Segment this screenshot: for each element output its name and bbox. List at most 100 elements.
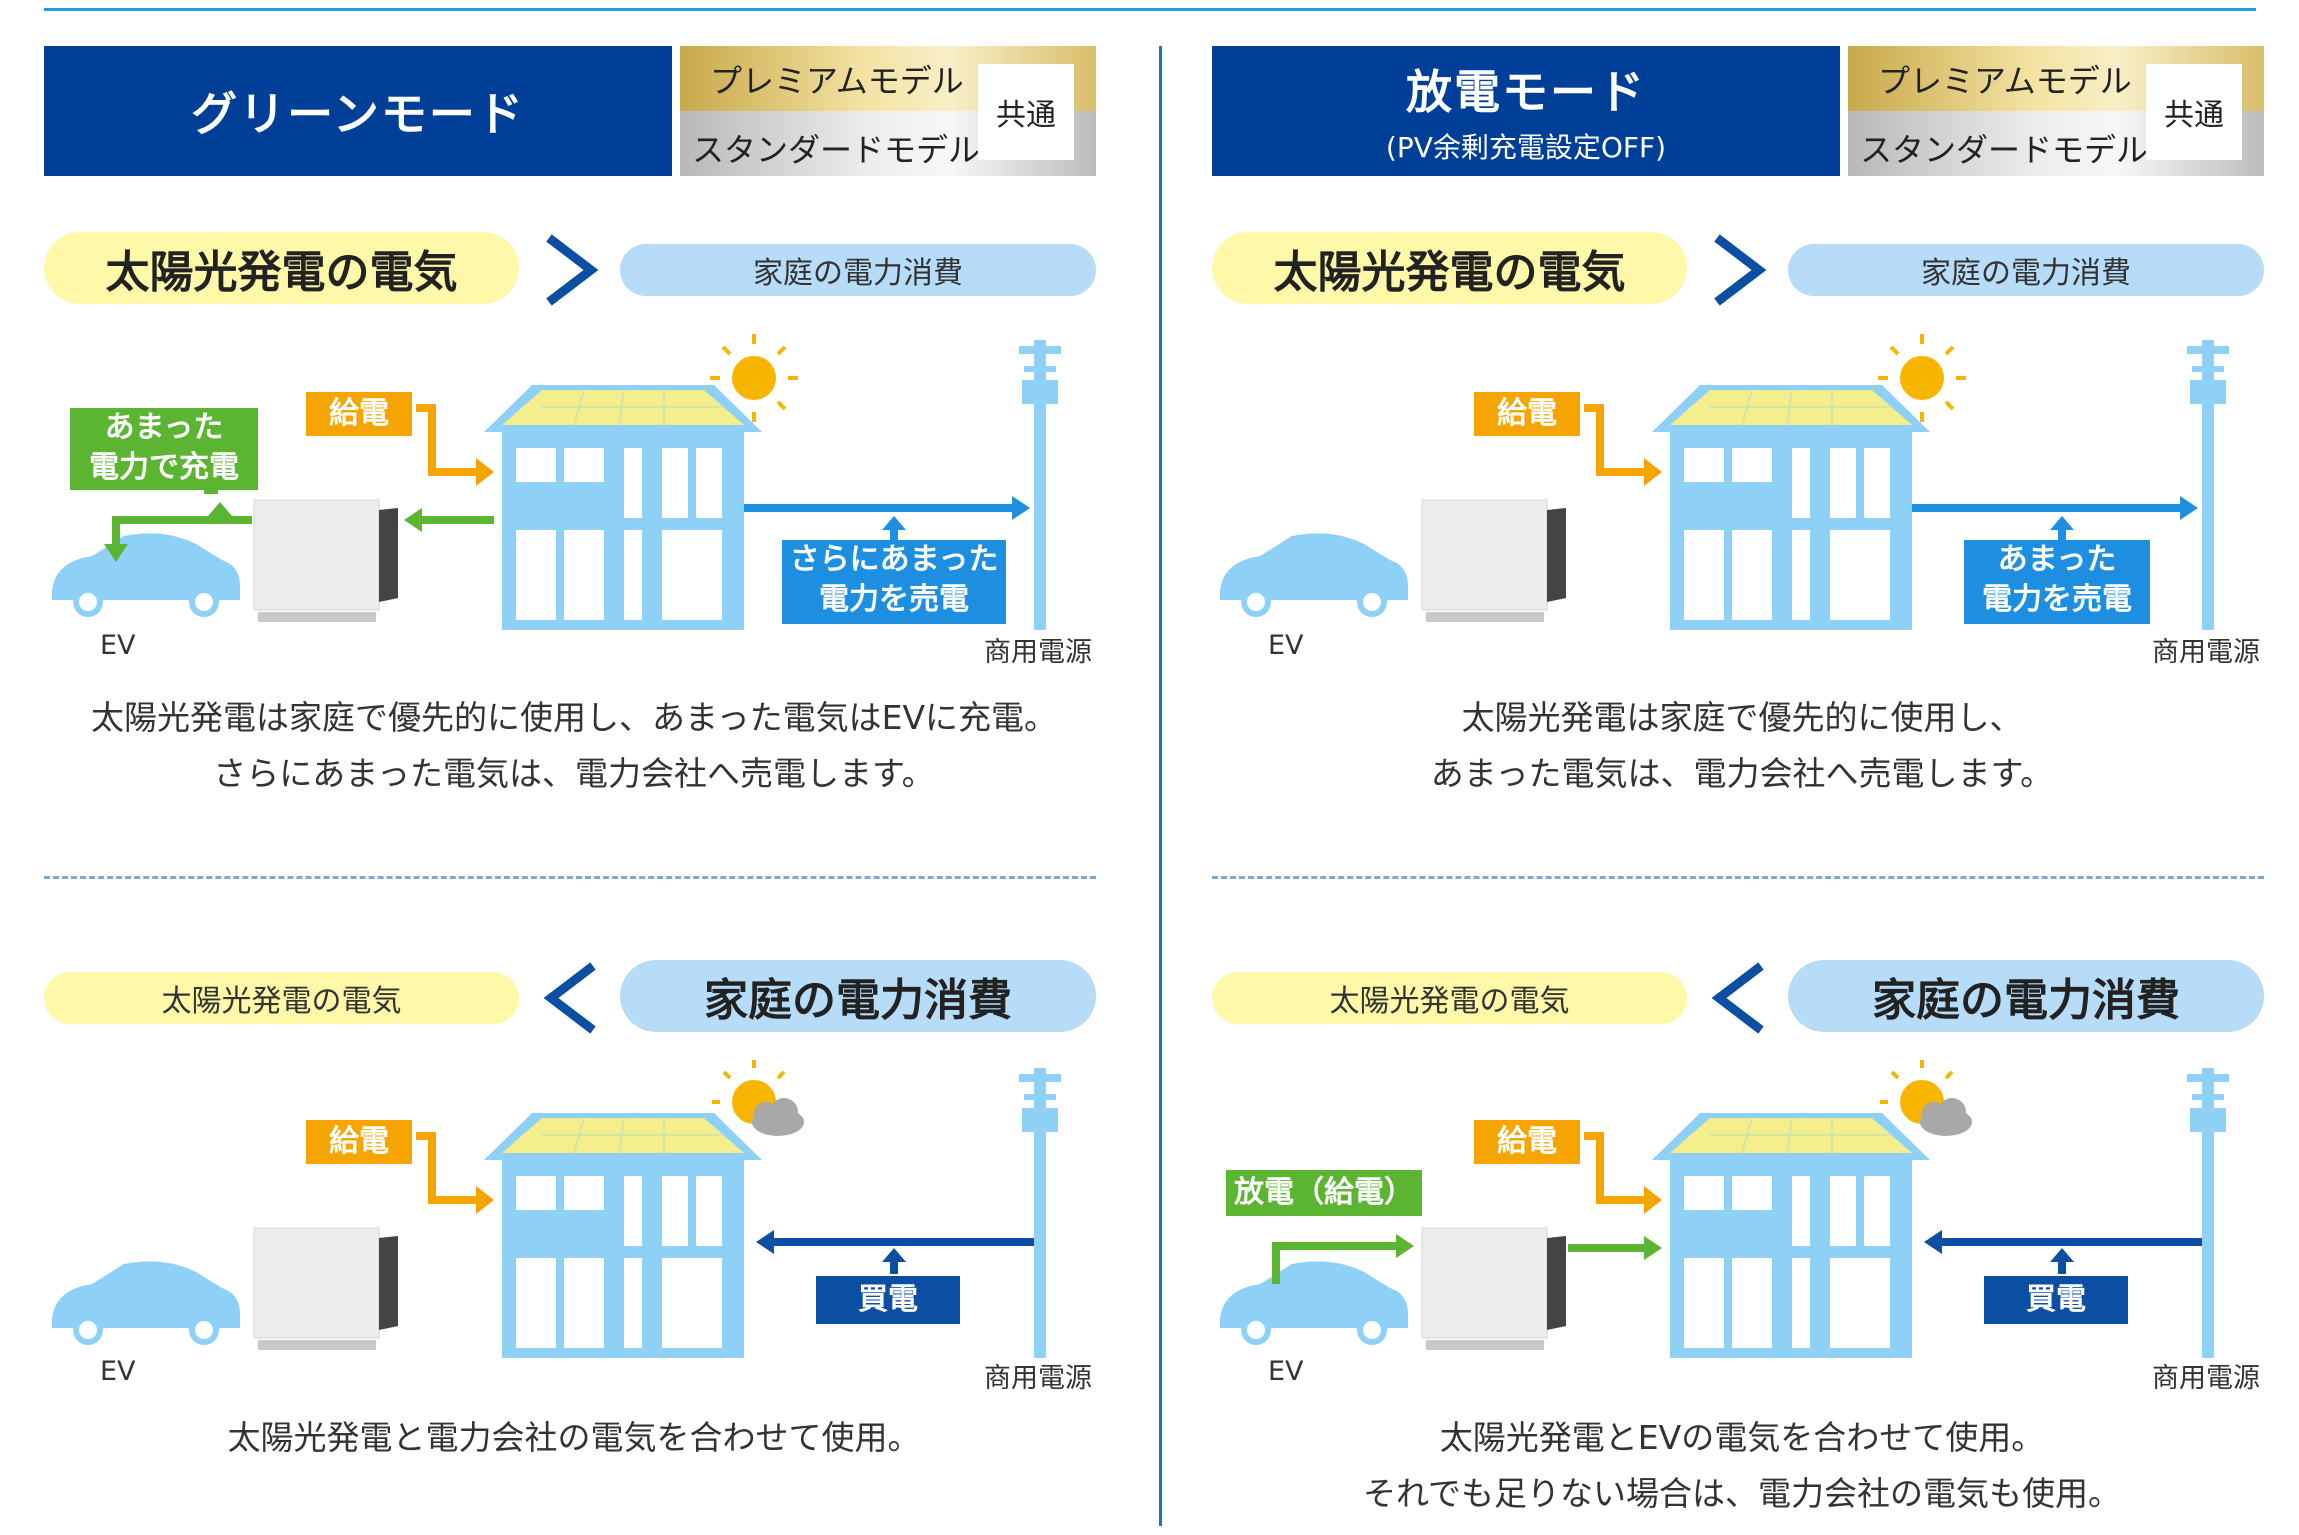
model-box: プレミアムモデル スタンダードモデル 共通: [1848, 46, 2264, 176]
sell-tag-line2: 電力を売電: [819, 582, 969, 617]
model-box: プレミアムモデル スタンダードモデル 共通: [680, 46, 1096, 176]
discharge-mode-panel: 放電モード (PV余剰充電設定OFF) プレミアムモデル スタンダードモデル 共…: [1212, 0, 2272, 1535]
green-mode-shortage-diagram: 給電 買電 EV 商用電源: [44, 1058, 1104, 1394]
sell-tag-line1: あまった: [1997, 542, 2117, 577]
battery-unit-icon: [1421, 1227, 1566, 1350]
diagram-graphics: [52, 1060, 1061, 1358]
utility-pole-icon: [2187, 1068, 2229, 1358]
discharge-mode-shortage-diagram: 給電 放電（給電） 買電 EV 商用電源: [1212, 1058, 2272, 1394]
buy-tag: 買電: [1984, 1276, 2128, 1324]
grid-label: 商用電源: [2152, 1363, 2260, 1394]
grid-label: 商用電源: [984, 637, 1092, 668]
top-rule: [44, 8, 2256, 11]
standard-model-label: スタンダードモデル: [1860, 131, 2149, 169]
premium-model-label: プレミアムモデル: [710, 62, 964, 100]
feed-tag: 給電: [1474, 1120, 1580, 1164]
ev-label: EV: [1268, 1356, 1304, 1387]
less-than-icon: [543, 962, 596, 1034]
feed-arrow: [416, 1132, 476, 1204]
scenario-description: 太陽光発電とEVの電気を合わせて使用。 それでも足りない場合は、電力会社の電気も…: [1212, 1410, 2272, 1522]
mode-title-box: グリーンモード: [44, 46, 672, 176]
description-line2: あまった電気は、電力会社へ売電します。: [1430, 754, 2054, 793]
sell-tag: あまった電力を売電: [1964, 540, 2150, 624]
description-line2: それでも足りない場合は、電力会社の電気も使用。: [1362, 1474, 2121, 1513]
mode-title-box: 放電モード (PV余剰充電設定OFF): [1212, 46, 1840, 176]
grid-label: 商用電源: [984, 1363, 1092, 1394]
common-badge: 共通: [978, 64, 1074, 160]
section-divider: [44, 876, 1096, 879]
less-than-icon: [1711, 962, 1764, 1034]
feed-arrow: [1584, 404, 1644, 476]
ev-car-icon: [52, 1261, 240, 1345]
house-icon: [484, 1113, 762, 1358]
mode-subtitle: (PV余剰充電設定OFF): [1385, 131, 1667, 164]
ev-label: EV: [100, 630, 136, 661]
ev-charge-tag-line1: あまった: [104, 410, 224, 445]
ev-charge-tag-line2: 電力で充電: [89, 450, 239, 485]
sell-tag-line2: 電力を売電: [1982, 582, 2132, 617]
greater-than-icon: [1714, 234, 1767, 306]
description-line1: 太陽光発電と電力会社の電気を合わせて使用。: [227, 1418, 921, 1457]
home-consumption-pill: 家庭の電力消費: [620, 244, 1096, 296]
ev-car-icon: [1220, 1261, 1408, 1345]
mode-header: グリーンモード プレミアムモデル スタンダードモデル 共通: [44, 46, 1096, 176]
center-divider: [1159, 46, 1162, 1526]
house-icon: [1652, 1113, 1930, 1358]
section-divider: [1212, 876, 2264, 879]
home-consumption-pill: 家庭の電力消費: [1788, 244, 2264, 296]
description-line2: さらにあまった電気は、電力会社へ売電します。: [213, 754, 935, 793]
green-mode-surplus-diagram: 給電 あまった電力で充電 さらにあまった電力を売電 EV 商用電源: [44, 330, 1104, 668]
feed-tag: 給電: [306, 1120, 412, 1164]
battery-unit-icon: [253, 1227, 398, 1350]
greater-than-icon: [546, 234, 599, 306]
sell-tag-line1: さらにあまった: [789, 542, 999, 577]
solar-power-pill: 太陽光発電の電気: [1212, 232, 1687, 304]
battery-unit-icon: [1421, 499, 1566, 622]
grid-label: 商用電源: [2152, 637, 2260, 668]
home-consumption-pill: 家庭の電力消費: [620, 960, 1096, 1032]
ev-label: EV: [100, 1356, 136, 1387]
feed-arrow: [1584, 1132, 1644, 1204]
sell-tag: さらにあまった電力を売電: [782, 540, 1006, 624]
ev-car-icon: [52, 533, 240, 617]
feed-tag: 給電: [1474, 392, 1580, 436]
solar-power-pill: 太陽光発電の電気: [1212, 972, 1687, 1024]
ev-label: EV: [1268, 630, 1304, 661]
discharge-tag: 放電（給電）: [1226, 1170, 1422, 1216]
house-icon: [1652, 385, 1930, 630]
green-mode-panel: グリーンモード プレミアムモデル スタンダードモデル 共通 太陽光発電の電気 家…: [44, 0, 1104, 1535]
sun-cloud-icon: [712, 1060, 804, 1136]
diagram-graphics: [52, 334, 1061, 630]
premium-model-label: プレミアムモデル: [1878, 62, 2132, 100]
house-icon: [484, 385, 762, 630]
mode-title: グリーンモード: [191, 87, 525, 141]
description-line1: 太陽光発電は家庭で優先的に使用し、: [1461, 698, 2023, 737]
utility-pole-icon: [1019, 340, 1061, 630]
description-line1: 太陽光発電とEVの電気を合わせて使用。: [1439, 1418, 2045, 1457]
diagram-graphics: [1220, 1060, 2229, 1358]
scenario-description: 太陽光発電は家庭で優先的に使用し、あまった電気はEVに充電。 さらにあまった電気…: [44, 690, 1104, 802]
mode-title: 放電モード: [1406, 65, 1646, 119]
scenario-description: 太陽光発電と電力会社の電気を合わせて使用。: [44, 1410, 1104, 1466]
buy-tag: 買電: [816, 1276, 960, 1324]
discharge-arrow: [1272, 1242, 1396, 1284]
discharge-mode-surplus-diagram: 給電 あまった電力を売電 EV 商用電源: [1212, 330, 2272, 668]
common-badge: 共通: [2146, 64, 2242, 160]
ev-charge-arrow: [112, 516, 252, 546]
feed-arrow: [416, 404, 476, 476]
home-consumption-pill: 家庭の電力消費: [1788, 960, 2264, 1032]
ev-charge-tag: あまった電力で充電: [70, 408, 258, 490]
battery-unit-icon: [253, 499, 398, 622]
solar-power-pill: 太陽光発電の電気: [44, 972, 519, 1024]
scenario-description: 太陽光発電は家庭で優先的に使用し、 あまった電気は、電力会社へ売電します。: [1212, 690, 2272, 802]
utility-pole-icon: [1019, 1068, 1061, 1358]
diagram-graphics: [1220, 334, 2229, 630]
feed-tag: 給電: [306, 392, 412, 436]
mode-header: 放電モード (PV余剰充電設定OFF) プレミアムモデル スタンダードモデル 共…: [1212, 46, 2264, 176]
utility-pole-icon: [2187, 340, 2229, 630]
sun-cloud-icon: [1880, 1060, 1972, 1136]
solar-power-pill: 太陽光発電の電気: [44, 232, 519, 304]
ev-car-icon: [1220, 533, 1408, 617]
standard-model-label: スタンダードモデル: [692, 131, 981, 169]
description-line1: 太陽光発電は家庭で優先的に使用し、あまった電気はEVに充電。: [90, 698, 1058, 737]
